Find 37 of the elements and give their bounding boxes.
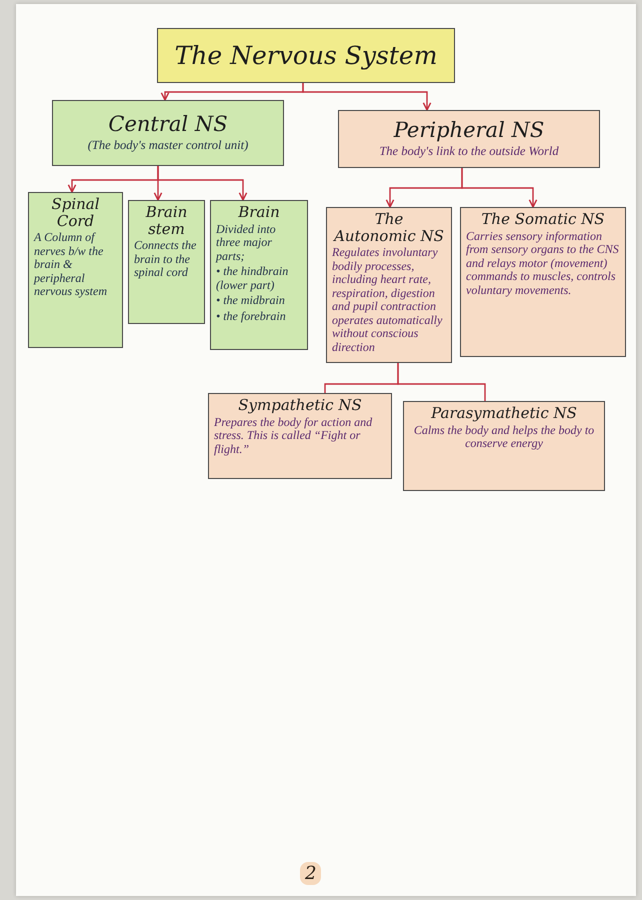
title-box xyxy=(157,28,455,83)
connector-line xyxy=(397,363,486,401)
info-card xyxy=(403,401,605,491)
box-heading: Parasymathetic NS xyxy=(431,405,577,422)
box-description: • the midbrain xyxy=(216,294,286,308)
box-heading: Sympathetic NS xyxy=(238,397,362,414)
box-heading: The Somatic NS xyxy=(481,211,605,228)
box-description: Calms the body and helps the body to conserve energy xyxy=(412,424,596,451)
box-description: Connects the brain to the spinal cord xyxy=(134,239,198,280)
connector-arrow xyxy=(461,168,538,208)
connector-arrow xyxy=(302,83,432,111)
box-description: Regulates involuntary bodily processes, including heart rate, respiration, digestion and pupil contraction operates automatically without conscious direction xyxy=(332,246,444,354)
info-card xyxy=(208,393,392,479)
box-description: • the hindbrain (lower part) xyxy=(216,265,290,292)
info-card xyxy=(28,192,123,348)
info-card xyxy=(460,207,626,357)
box-heading: Central NS xyxy=(108,113,228,136)
info-card xyxy=(210,200,308,350)
page-number: 2 xyxy=(300,862,322,885)
box-subtitle: The body's link to the outside World xyxy=(379,144,559,159)
info-card xyxy=(128,200,205,324)
info-card xyxy=(326,207,452,363)
box-heading: The Autonomic NS xyxy=(332,211,445,244)
box-heading: The Nervous System xyxy=(174,42,438,70)
category-box xyxy=(52,100,284,166)
box-heading: Brain stem xyxy=(144,204,188,237)
box-description: • the forebrain xyxy=(216,310,287,324)
box-heading: Peripheral NS xyxy=(394,119,544,142)
box-description: Prepares the body for action and stress. This is called “Fight or flight.” xyxy=(214,416,374,456)
box-heading: Brain xyxy=(238,204,280,220)
box-description: A Column of nerves b/w the brain & peripheral nervous system xyxy=(34,231,108,299)
box-heading: Spinal Cord xyxy=(50,196,101,229)
box-description: Divided into three major parts; xyxy=(216,222,277,264)
category-box xyxy=(338,110,600,168)
box-subtitle: (The body's master control unit) xyxy=(88,138,248,153)
connector-arrow xyxy=(157,166,248,201)
box-description: Carries sensory information from sensory organs to the CNS and relays motor (movement) commands to muscles, controls voluntary movements. xyxy=(466,230,620,298)
